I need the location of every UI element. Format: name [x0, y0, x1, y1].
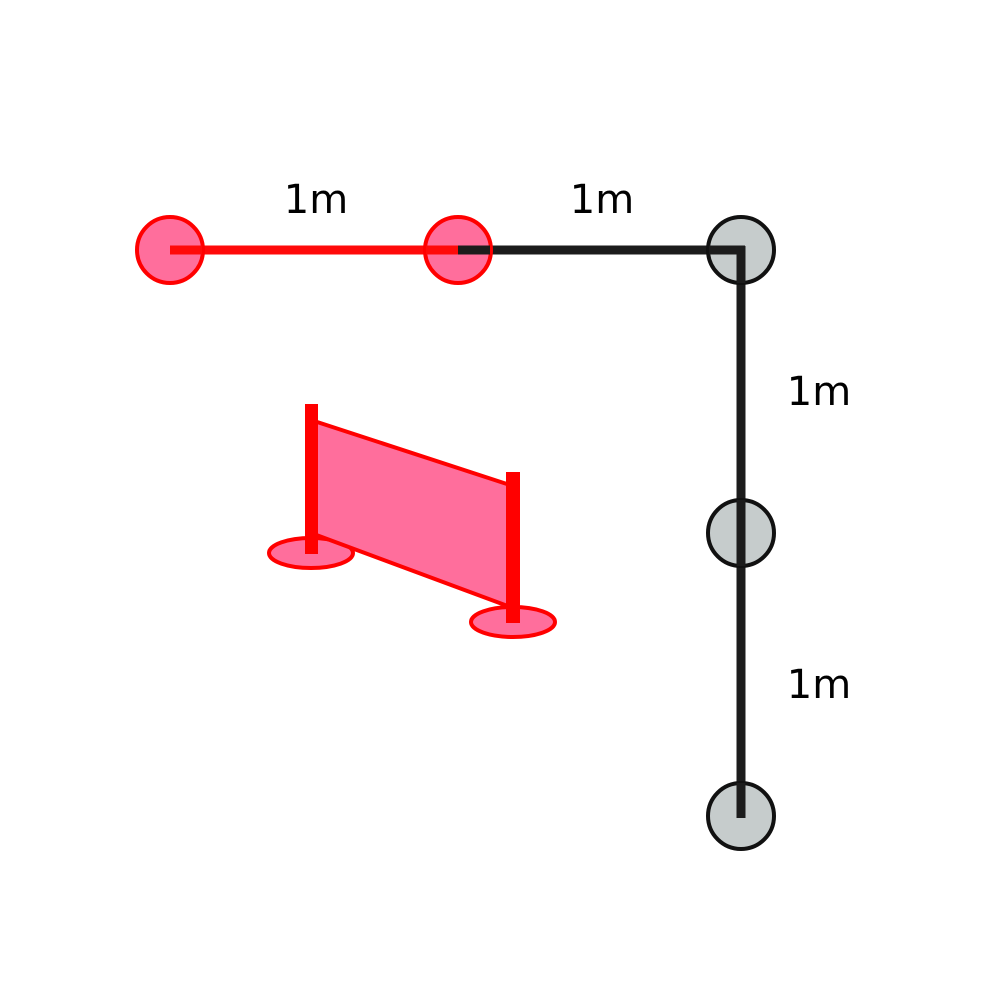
gray-marker-bottom — [706, 781, 776, 851]
barrier-banner — [309, 417, 515, 611]
gray-marker-middle — [706, 498, 776, 568]
barrier-post-right — [506, 472, 520, 623]
gray-marker-corner — [706, 215, 776, 285]
red-marker-middle — [423, 215, 493, 285]
barrier-post-left — [305, 404, 318, 554]
red-marker-left — [135, 215, 205, 285]
label-top-right-distance: 1m — [570, 177, 634, 223]
pink-barrier-fence-icon — [267, 404, 557, 639]
label-right-lower-distance: 1m — [787, 662, 851, 708]
label-top-left-distance: 1m — [284, 177, 348, 223]
label-right-upper-distance: 1m — [787, 369, 851, 415]
